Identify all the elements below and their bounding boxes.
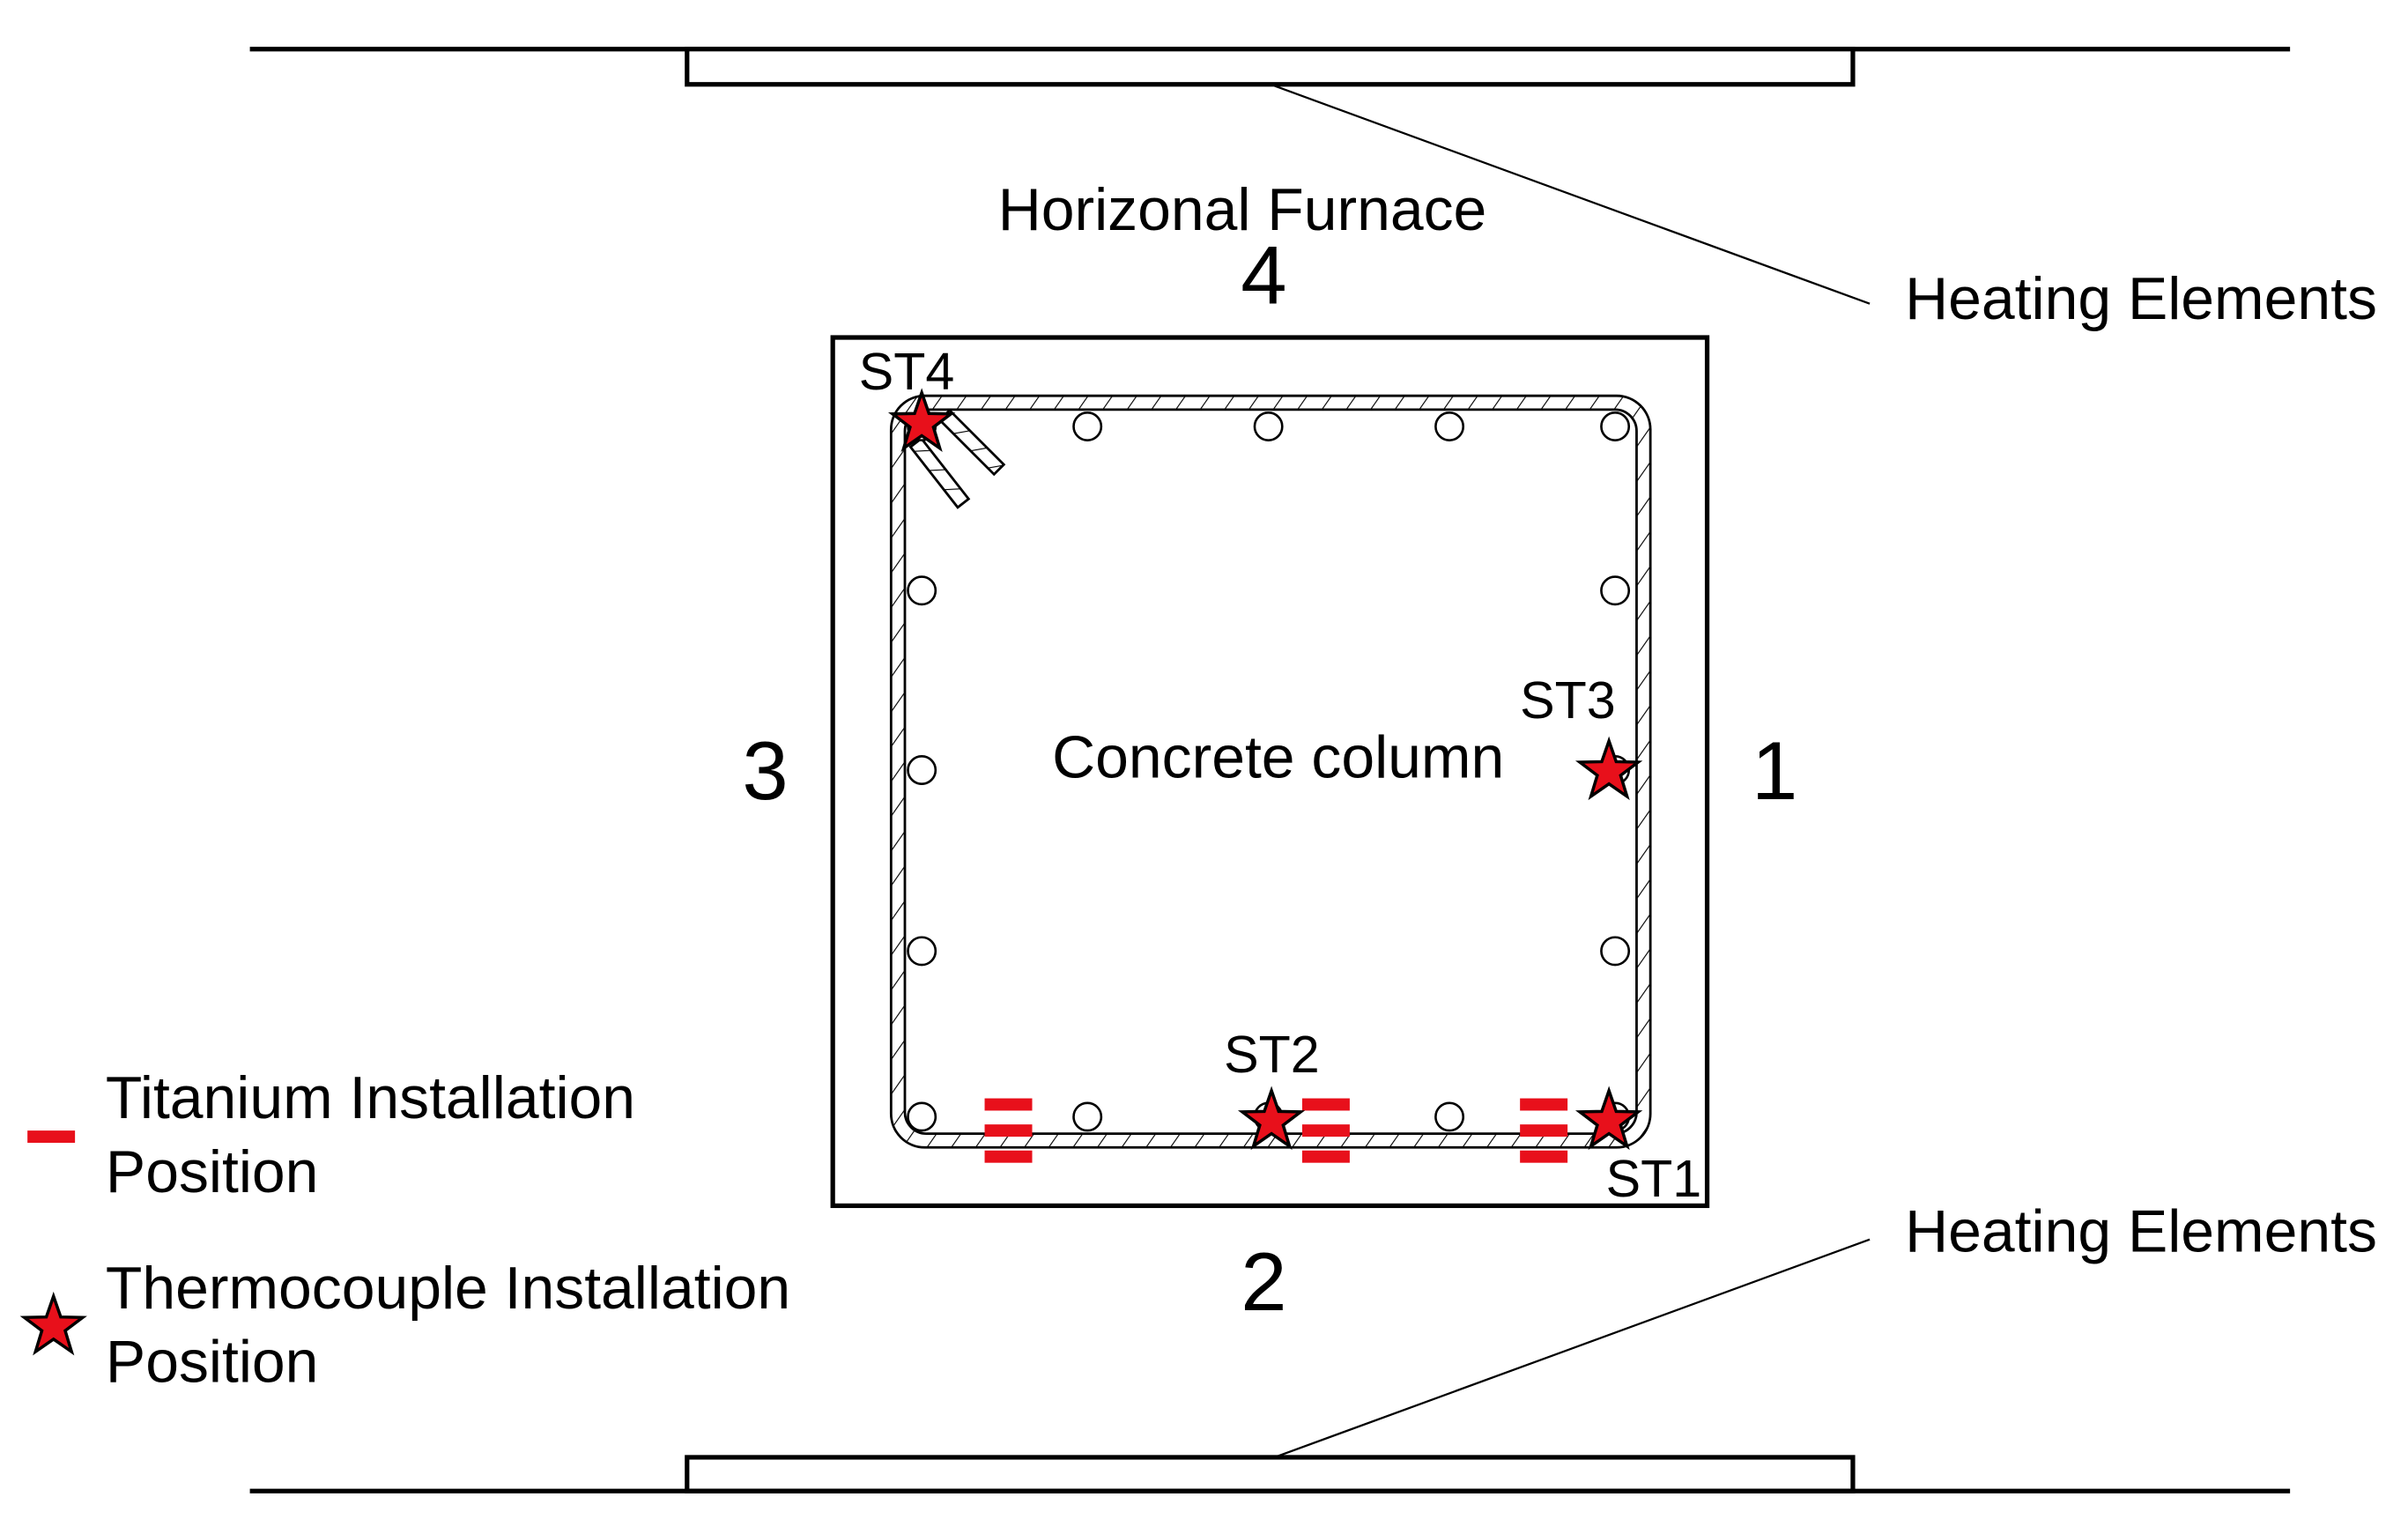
rebar-circle: [907, 575, 937, 606]
rebar-circle: [1434, 411, 1465, 441]
face-number-top: 4: [1241, 229, 1286, 322]
titanium-dash: [1520, 1150, 1568, 1163]
titanium-dash: [1301, 1124, 1350, 1138]
titanium-dash: [1520, 1098, 1568, 1111]
thermocouple-label-st3: ST3: [1520, 671, 1616, 730]
stirrup-hook-1: [908, 436, 971, 509]
rebar-circle: [1600, 411, 1631, 441]
legend-titanium-line2: Position: [106, 1139, 318, 1205]
top-heating-element: [685, 47, 1856, 87]
face-number-right: 1: [1752, 724, 1797, 817]
titanium-marker-group-1: [984, 1098, 1033, 1163]
face-number-left: 3: [742, 724, 788, 817]
titanium-dash: [1301, 1150, 1350, 1163]
rebar-circle: [907, 755, 937, 785]
titanium-dash: [984, 1150, 1033, 1163]
top-heating-elements-label: Heating Elements: [1905, 266, 2377, 332]
legend-item-titanium: Titanium Installation Position: [27, 1065, 635, 1205]
rebar-circle: [1072, 411, 1103, 441]
thermocouple-label-st4: ST4: [859, 342, 955, 401]
bottom-heating-element: [685, 1455, 1856, 1493]
bottom-heating-elements-label: Heating Elements: [1905, 1199, 2377, 1265]
rebar-circle: [1600, 936, 1631, 967]
bottom-furnace-wall: [249, 1238, 2291, 1493]
furnace-label: Horizonal Furnace: [998, 177, 1487, 243]
thermocouple-star-st3: [1578, 739, 1640, 798]
rebar-circle: [1434, 1101, 1465, 1132]
thermocouple-label-st1: ST1: [1606, 1149, 1702, 1208]
concrete-column-section: ST4 ST3 ST2 ST1 Concrete column: [830, 335, 1710, 1209]
red-dash-icon: [27, 1130, 76, 1144]
column-label: Concrete column: [1052, 725, 1504, 791]
titanium-dash: [1520, 1124, 1568, 1138]
titanium-dash: [1301, 1098, 1350, 1111]
legend-thermocouple-line1: Thermocouple Installation: [106, 1256, 790, 1322]
top-furnace-wall: [249, 47, 2291, 305]
rebar-circle: [907, 1101, 937, 1132]
titanium-dash: [984, 1124, 1033, 1138]
legend-titanium-line1: Titanium Installation: [106, 1065, 635, 1131]
column-outline: [830, 335, 1710, 1209]
bottom-heating-leader-line: [1274, 1238, 1871, 1459]
legend: Titanium Installation Position Thermocou…: [22, 1065, 790, 1396]
face-number-bottom: 2: [1241, 1235, 1286, 1328]
titanium-dash: [984, 1098, 1033, 1111]
thermocouple-label-st2: ST2: [1224, 1025, 1320, 1084]
titanium-marker-group-3: [1520, 1098, 1568, 1163]
rebar-circle: [1253, 411, 1284, 441]
top-heating-leader-line: [1274, 85, 1871, 305]
rebar-circle: [1072, 1101, 1103, 1132]
legend-item-thermocouple: Thermocouple Installation Position: [22, 1256, 790, 1396]
rebar-circle: [907, 936, 937, 967]
legend-thermocouple-line2: Position: [106, 1330, 318, 1396]
red-star-icon: [22, 1294, 85, 1353]
rebar-circle: [1600, 575, 1631, 606]
stirrup-hook-2: [937, 408, 1006, 477]
titanium-markers: [984, 1098, 1568, 1163]
titanium-marker-group-2: [1301, 1098, 1350, 1163]
